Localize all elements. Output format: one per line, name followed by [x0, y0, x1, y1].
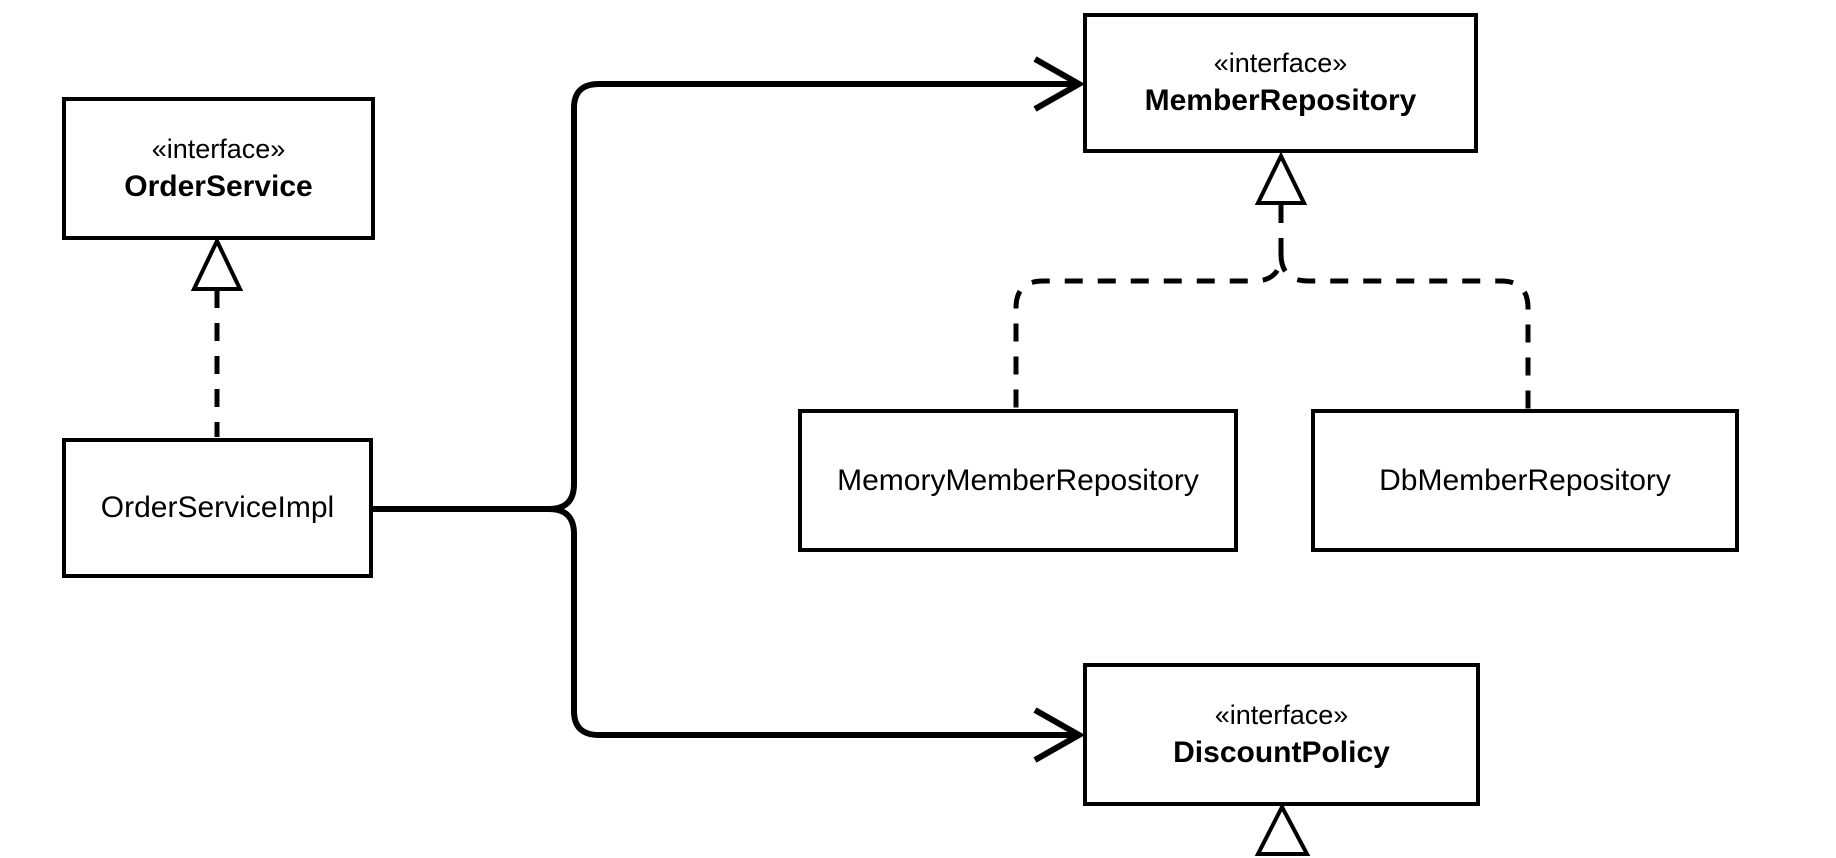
open-arrowhead-icon-discountpolicy	[1033, 707, 1086, 763]
realization-edge-dbmemberrepository-memberrepository	[1278, 253, 1531, 413]
class-box-discount-policy: «interface» DiscountPolicy	[1083, 663, 1480, 806]
class-box-member-repository: «interface» MemberRepository	[1083, 13, 1478, 153]
class-box-memory-member-repository: MemoryMemberRepository	[798, 409, 1238, 552]
class-name: DbMemberRepository	[1379, 463, 1671, 497]
class-name: MemoryMemberRepository	[837, 463, 1199, 497]
class-name: DiscountPolicy	[1173, 735, 1390, 769]
stereotype-label: «interface»	[151, 133, 286, 164]
class-name: OrderService	[124, 169, 313, 203]
class-name: MemberRepository	[1144, 84, 1417, 117]
class-box-order-service-impl: OrderServiceImpl	[62, 438, 373, 578]
class-box-order-service: «interface» OrderService	[62, 97, 375, 240]
stereotype-label: «interface»	[1213, 48, 1348, 78]
hollow-triangle-icon-memberrepository	[1254, 151, 1308, 205]
hollow-triangle-icon-orderservice	[190, 236, 244, 291]
class-box-db-member-repository: DbMemberRepository	[1311, 409, 1739, 552]
realization-edge-memorymemberrepository-memberrepository	[1013, 205, 1284, 413]
association-edge-orderserviceimpl-discountpolicy	[548, 506, 1073, 738]
stereotype-label: «interface»	[1214, 699, 1349, 730]
hollow-triangle-icon-discountpolicy	[1254, 802, 1311, 856]
class-name: OrderServiceImpl	[100, 491, 335, 524]
open-arrowhead-icon-memberrepository	[1033, 56, 1086, 112]
